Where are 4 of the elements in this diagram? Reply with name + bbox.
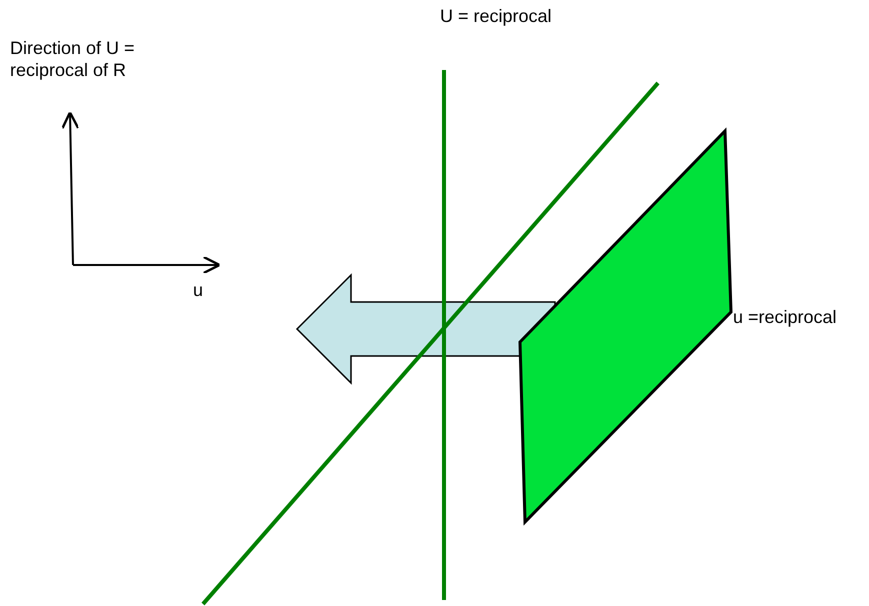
label-text: Direction of U = reciprocal of R <box>10 37 136 81</box>
label-text: u <box>193 279 204 301</box>
label-text: U = reciprocal <box>440 5 552 27</box>
label-text: u =reciprocal <box>733 306 837 328</box>
